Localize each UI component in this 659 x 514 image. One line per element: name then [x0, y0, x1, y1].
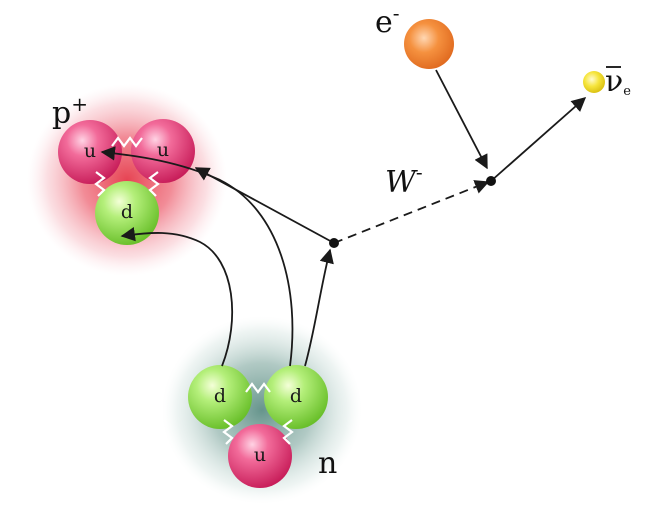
- proton-symbol: p: [52, 96, 71, 131]
- electron-symbol: e: [375, 5, 393, 40]
- antineutrino-line: [490, 97, 587, 182]
- antineutrino-symbol: ν: [605, 64, 623, 99]
- w-boson-label: W-: [385, 160, 423, 200]
- proton-up-quark-1: [58, 120, 122, 184]
- neutron-down-quark-1: [188, 365, 252, 429]
- up-quark-path: [304, 248, 334, 367]
- neutron-gluon-left: [222, 419, 234, 445]
- vertex-to-proton-line: [194, 167, 335, 244]
- neutron-symbol: n: [318, 446, 337, 481]
- down-quark-path: [120, 227, 234, 367]
- neutron: d d u: [188, 365, 328, 488]
- neutron-up-quark: [228, 424, 292, 488]
- proton-charge: +: [71, 92, 88, 116]
- proton-quark-label-3: d: [121, 201, 133, 223]
- neutron-label: n: [318, 446, 337, 481]
- proton-quark-label-2: u: [157, 139, 169, 161]
- neutron-quark-label-2: d: [290, 385, 302, 407]
- electron-line: [435, 69, 488, 170]
- neutron-gluon-right: [282, 419, 294, 445]
- neutron-quark-label-3: u: [254, 444, 266, 466]
- proton-gluon-left: [94, 171, 106, 197]
- electron-charge: -: [393, 1, 400, 25]
- proton-label: p+: [52, 92, 88, 131]
- proton-gluon-right: [148, 171, 160, 197]
- lepton-vertex: [486, 176, 496, 186]
- neutron-gluon-top: [245, 382, 271, 394]
- w-charge: -: [416, 160, 423, 184]
- w-symbol: W: [385, 165, 418, 200]
- proton-down-quark: [95, 181, 159, 245]
- proton-quark-label-1: u: [84, 140, 96, 162]
- proton-up-quark-2: [131, 119, 195, 183]
- weak-vertex: [329, 238, 339, 248]
- electron-label: e-: [375, 1, 400, 40]
- w-boson-line: [333, 180, 490, 244]
- antineutrino: [583, 71, 605, 93]
- svg-text:νe: νe: [605, 64, 631, 99]
- proton-gluon-top: [111, 136, 143, 148]
- electron: [404, 19, 454, 69]
- neutron-quark-label-1: d: [214, 385, 226, 407]
- neutron-down-quark-2: [264, 365, 328, 429]
- neutron-glow: [162, 316, 362, 504]
- antineutrino-label: νe: [605, 64, 631, 99]
- proton: u u d: [58, 119, 195, 245]
- antineutrino-subscript: e: [623, 84, 631, 99]
